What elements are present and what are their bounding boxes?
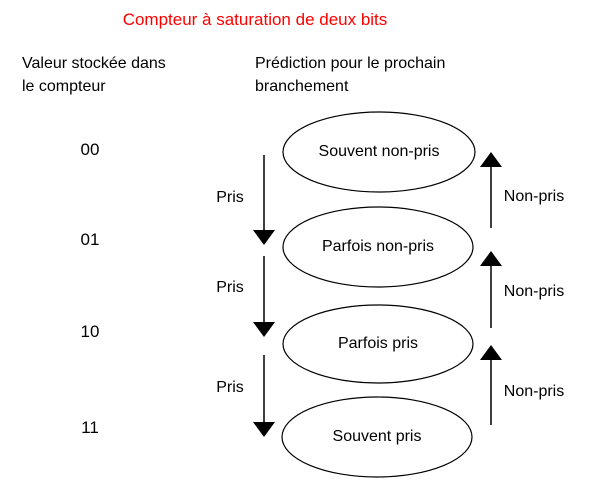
diagram-title: Compteur à saturation de deux bits bbox=[122, 10, 388, 29]
edge-label-non-pris-1: Non-pris bbox=[503, 188, 565, 205]
arrow-non-pris-01-to-00 bbox=[480, 152, 502, 228]
arrow-pris-10-to-11 bbox=[253, 355, 275, 437]
counter-value-10: 10 bbox=[80, 322, 100, 341]
state-ellipse-parfois-non-pris bbox=[282, 206, 474, 288]
column-header-prediction: Prédiction pour le prochain branchement bbox=[255, 52, 445, 98]
state-ellipse-parfois-pris bbox=[282, 304, 474, 384]
column-header-prediction-line1: Prédiction pour le prochain bbox=[255, 55, 446, 72]
column-header-prediction-line2: branchement bbox=[255, 78, 349, 95]
column-header-counter-line1: Valeur stockée dans bbox=[22, 55, 166, 72]
state-label-souvent-non-pris: Souvent non-pris bbox=[318, 143, 440, 160]
edge-label-pris-2: Pris bbox=[216, 279, 244, 296]
counter-value-00: 00 bbox=[80, 140, 100, 159]
counter-value-11: 11 bbox=[81, 418, 99, 437]
arrow-non-pris-11-to-10 bbox=[480, 345, 502, 425]
edge-label-pris-3: Pris bbox=[216, 379, 244, 396]
arrow-pris-00-to-01 bbox=[253, 155, 275, 245]
state-ellipse-souvent-non-pris bbox=[282, 111, 476, 193]
arrow-pris-01-to-10 bbox=[253, 256, 275, 337]
state-label-parfois-non-pris: Parfois non-pris bbox=[321, 238, 435, 255]
column-header-counter-value: Valeur stockée dans le compteur bbox=[22, 52, 166, 98]
state-label-parfois-pris: Parfois pris bbox=[337, 335, 419, 352]
counter-value-01: 01 bbox=[80, 230, 100, 249]
state-ellipse-souvent-pris bbox=[281, 396, 473, 478]
edge-label-non-pris-2: Non-pris bbox=[503, 283, 565, 300]
edge-label-pris-1: Pris bbox=[216, 189, 244, 206]
arrow-non-pris-10-to-01 bbox=[480, 251, 502, 328]
edge-label-non-pris-3: Non-pris bbox=[503, 383, 565, 400]
column-header-counter-line2: le compteur bbox=[22, 78, 106, 95]
state-label-souvent-pris: Souvent pris bbox=[332, 428, 422, 445]
